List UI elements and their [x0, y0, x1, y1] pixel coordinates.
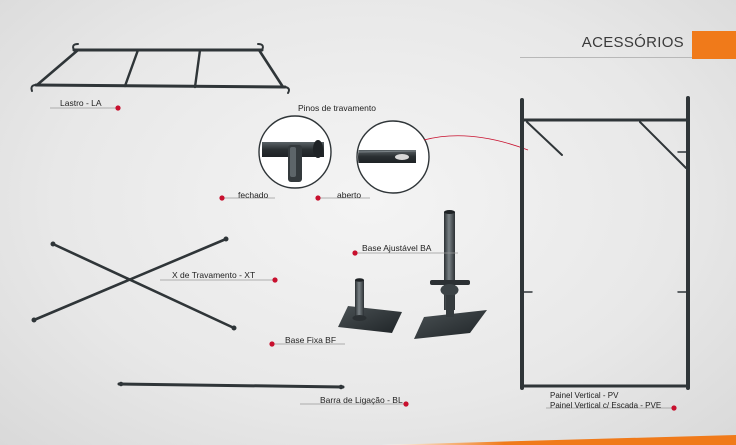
label-x-travamento: X de Travamento - XT [172, 270, 256, 280]
lastro-illustration [30, 43, 290, 94]
footer-orange-bar [380, 435, 736, 445]
pino-aberto-illustration [356, 120, 529, 194]
label-pino-fechado: fechado [238, 190, 269, 200]
label-pino-aberto: aberto [337, 190, 362, 200]
barra-ligacao-illustration [117, 381, 345, 390]
label-lastro: Lastro - LA [60, 98, 102, 108]
base-fixa-illustration [338, 278, 402, 333]
label-base-fixa: Base Fixa BF [285, 335, 337, 345]
orange-tab [692, 31, 736, 59]
painel-vertical-illustration [520, 96, 690, 390]
label-pinos-title: Pinos de travamento [298, 103, 376, 113]
header-divider [520, 57, 692, 58]
pino-fechado-illustration [258, 115, 332, 189]
base-ajustavel-illustration [414, 210, 487, 339]
x-travamento-illustration [31, 236, 237, 331]
marker-dot [115, 105, 121, 111]
label-painel-escada: Painel Vertical c/ Escada - PVE [550, 401, 662, 410]
label-barra-ligacao: Barra de Ligação - BL [320, 395, 403, 405]
label-painel-vertical: Painel Vertical - PV [550, 391, 619, 400]
label-base-ajustavel: Base Ajustável BA [362, 243, 432, 253]
page-title: ACESSÓRIOS [581, 34, 684, 51]
